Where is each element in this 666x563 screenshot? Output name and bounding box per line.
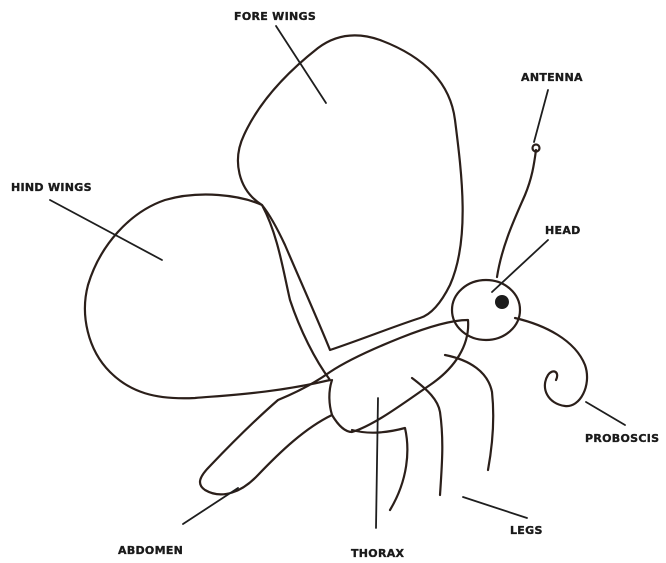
eye xyxy=(495,295,509,309)
label-antenna: ANTENNA xyxy=(521,71,583,84)
leader-legs xyxy=(463,497,527,518)
abdomen-segment-line xyxy=(329,380,332,415)
leader-head xyxy=(492,240,548,292)
label-fore-wings: FORE WINGS xyxy=(234,10,316,23)
hind-wing-outline xyxy=(85,195,330,399)
label-abdomen: ABDOMEN xyxy=(118,544,183,557)
leader-antenna xyxy=(534,90,548,142)
leg-3 xyxy=(445,355,493,470)
fore-wing-outline xyxy=(238,35,463,350)
leg-1 xyxy=(352,428,407,510)
head-outline xyxy=(452,280,520,340)
antenna-stalk xyxy=(497,150,536,277)
antenna-club xyxy=(533,145,540,152)
leader-fore-wings xyxy=(276,26,326,103)
leader-proboscis xyxy=(586,402,625,425)
proboscis-curl xyxy=(515,318,587,406)
label-legs: LEGS xyxy=(510,524,543,537)
label-thorax: THORAX xyxy=(351,547,405,560)
abdomen-thorax-outline xyxy=(200,320,468,494)
leader-thorax xyxy=(376,398,378,528)
label-proboscis: PROBOSCIS xyxy=(585,432,659,445)
label-head: HEAD xyxy=(545,224,581,237)
label-hind-wings: HIND WINGS xyxy=(11,181,92,194)
